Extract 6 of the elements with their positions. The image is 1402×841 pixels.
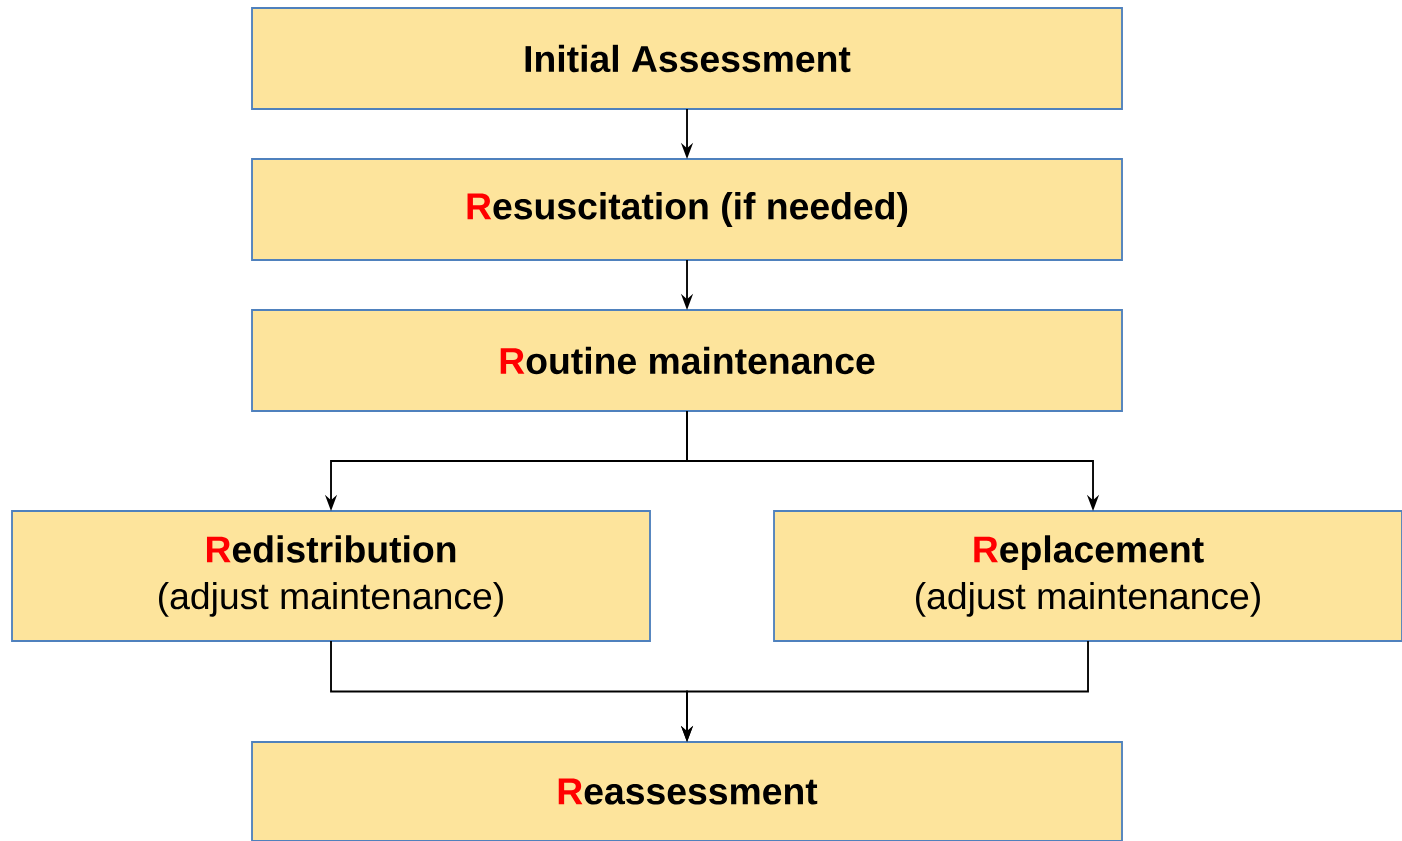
process-box: Reassessment: [251, 741, 1123, 841]
process-box: Routine maintenance: [251, 309, 1123, 412]
process-box: Replacement (adjust maintenance): [773, 510, 1402, 642]
process-box: Redistribution (adjust maintenance): [11, 510, 651, 642]
process-box: Initial Assessment: [251, 7, 1123, 110]
process-box: Resuscitation (if needed): [251, 158, 1123, 261]
